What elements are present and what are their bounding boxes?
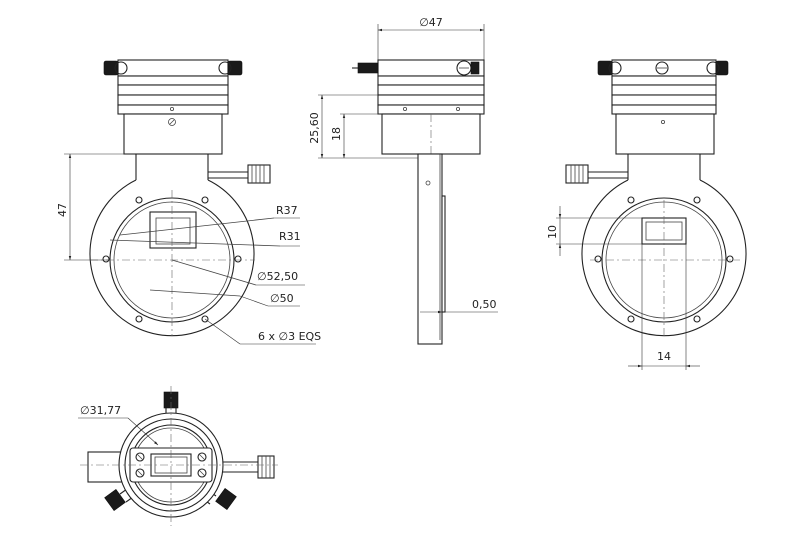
dim-mirror-thickness: 0,50 [472,298,497,311]
bottom-left-knob [104,488,126,512]
side-right-knob [470,61,480,75]
back-view: 10 14 [546,59,747,370]
dim-radius-inner: R31 [279,230,301,243]
dim-height-total: 25,60 [308,112,321,144]
dim-bore-1: ∅52,50 [257,270,298,283]
side-left-knob [357,62,379,74]
bottom-right-knob [215,487,237,511]
left-thumbscrew [103,60,119,76]
back-right-thumbscrew [715,60,729,76]
dim-eyepiece-bore: ∅31,77 [80,404,121,417]
top-view: ∅31,77 [78,386,278,526]
right-thumbscrew [227,60,243,76]
dim-top-width: ∅47 [419,16,443,29]
dim-height-arm: 47 [56,203,69,217]
dim-height-body: 18 [330,127,343,141]
dim-slot-width: 14 [657,350,671,363]
dim-radius-outer: R37 [276,204,298,217]
front-view: 47 R37 R31 ∅52,50 ∅50 6 x ∅3 EQS [56,59,321,345]
side-view: ∅47 0,50 25,60 18 [308,16,498,345]
dim-bore-2: ∅50 [270,292,294,305]
back-left-thumbscrew [597,60,613,76]
dim-slot-height: 10 [546,225,559,239]
dim-holes: 6 x ∅3 EQS [258,330,321,343]
